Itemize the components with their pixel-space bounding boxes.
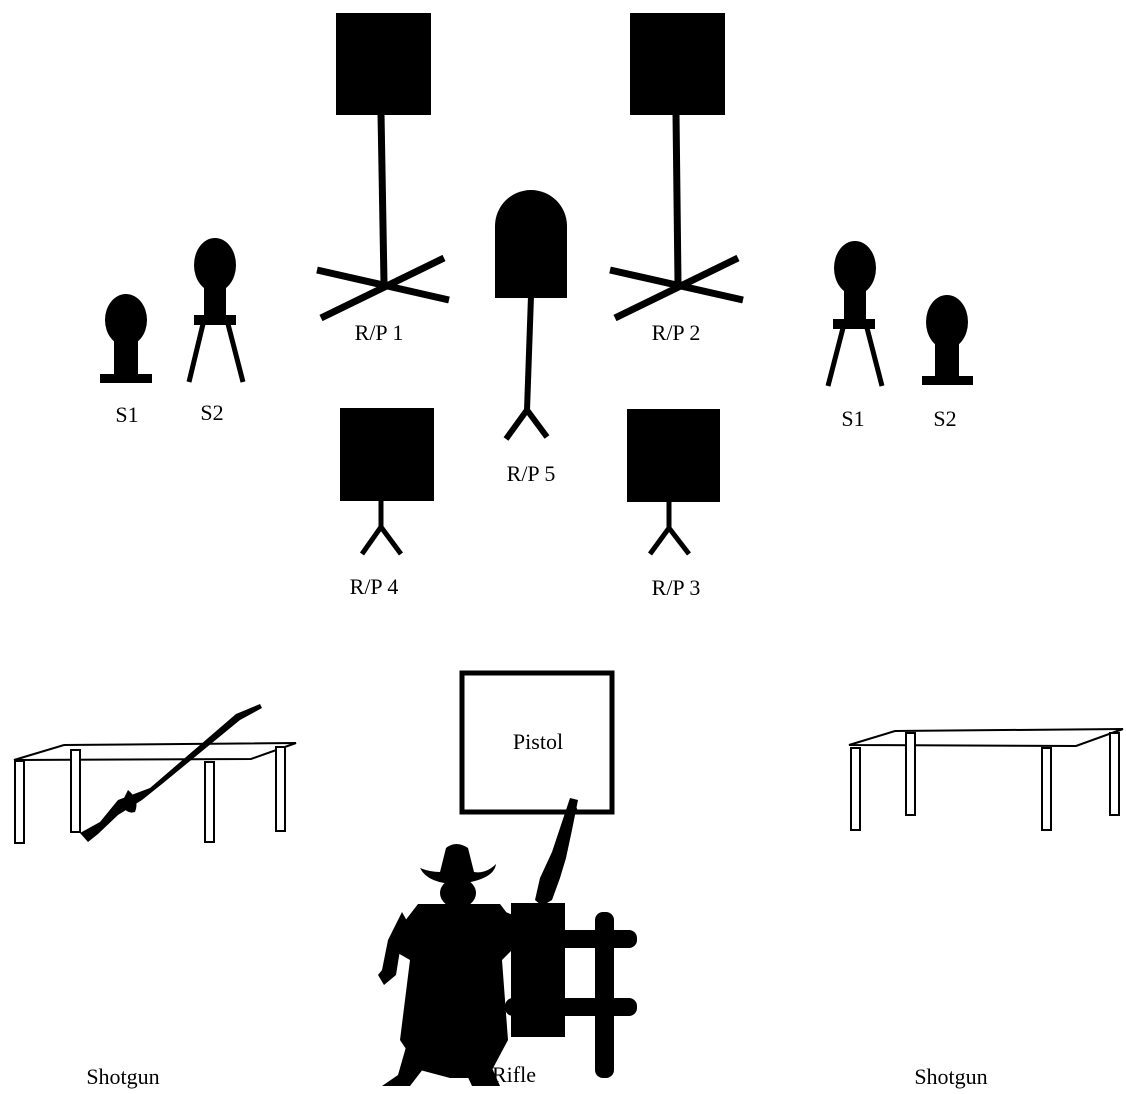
shotgun-icon	[80, 704, 262, 842]
rp5-label: R/P 5	[507, 461, 556, 486]
rp2-label: R/P 2	[652, 320, 701, 345]
right-s2-target	[922, 295, 973, 385]
rifle-label: Rifle	[492, 1062, 536, 1087]
cowboy-silhouette-icon	[378, 844, 526, 1086]
pistol-box	[459, 670, 615, 815]
right-s1-label: S1	[841, 406, 864, 431]
fence	[505, 903, 637, 1078]
rp3-target	[627, 409, 720, 556]
left-s1-label: S1	[115, 402, 138, 427]
rp5-target	[495, 190, 567, 441]
right-s2-label: S2	[933, 406, 956, 431]
left-s2-target	[186, 238, 246, 383]
rp4-label: R/P 4	[350, 574, 399, 599]
shotgun-right-label: Shotgun	[914, 1064, 987, 1089]
rp3-label: R/P 3	[652, 575, 701, 600]
right-s1-target	[825, 241, 885, 387]
left-s2-label: S2	[200, 400, 223, 425]
rp4-target	[340, 408, 434, 556]
pistol-label: Pistol	[513, 729, 563, 754]
rp1-label: R/P 1	[355, 320, 404, 345]
left-shotgun-table	[13, 742, 297, 844]
rifle-icon	[535, 798, 578, 906]
shotgun-left-label: Shotgun	[86, 1064, 159, 1089]
left-s1-target	[100, 294, 152, 383]
right-shotgun-table	[848, 728, 1124, 831]
rp1-target	[316, 13, 450, 322]
rp2-target	[609, 13, 744, 322]
